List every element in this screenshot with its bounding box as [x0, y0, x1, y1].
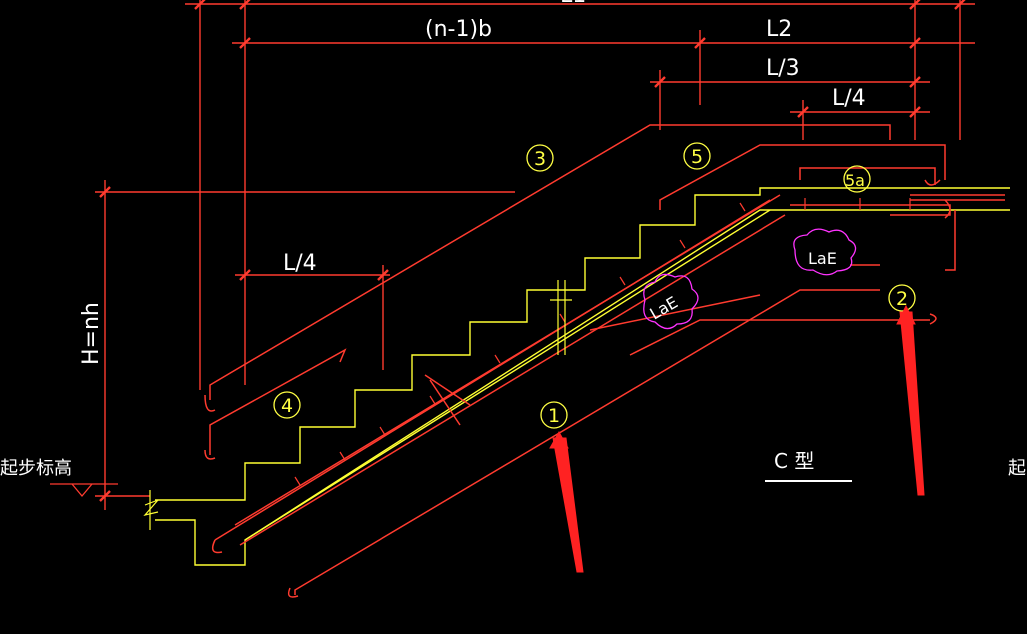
lae-cloud-2 — [793, 228, 857, 276]
break-line — [143, 280, 572, 530]
pointer-arrows — [549, 304, 925, 573]
bar-mark-3: 3 — [534, 148, 546, 170]
start-elevation-label-right: 起 — [1008, 458, 1026, 479]
stair-outline — [155, 187, 1010, 566]
bar-mark-5: 5 — [691, 146, 703, 168]
dim-l4-top: L/4 — [832, 86, 866, 111]
lae-cloud-1 — [643, 273, 699, 330]
dim-top-partial: L1 — [560, 0, 586, 8]
rebar-lines — [204, 124, 1005, 598]
bar-mark-2: 2 — [896, 288, 908, 310]
elevation-marker — [50, 483, 118, 498]
dimension-ticks — [99, 0, 966, 502]
bar-mark-1: 1 — [548, 405, 560, 427]
start-elevation-label-left: 起步标高 — [0, 458, 72, 479]
lae-label-1: LaE — [647, 293, 681, 324]
bar-marks — [273, 142, 916, 429]
type-label: C 型 — [774, 449, 814, 473]
dimension-lines — [95, 0, 975, 510]
dim-l3: L/3 — [766, 56, 800, 81]
bar-mark-4: 4 — [281, 395, 293, 417]
bar-mark-5a: 5a — [845, 171, 865, 190]
lae-label-2: LaE — [808, 249, 837, 268]
dim-l2: L2 — [766, 17, 792, 42]
rebar-ticks — [294, 198, 911, 486]
dim-l4-left: L/4 — [283, 251, 317, 276]
dim-height: H=nh — [79, 302, 104, 365]
dim-n1b: (n-1)b — [425, 17, 492, 42]
